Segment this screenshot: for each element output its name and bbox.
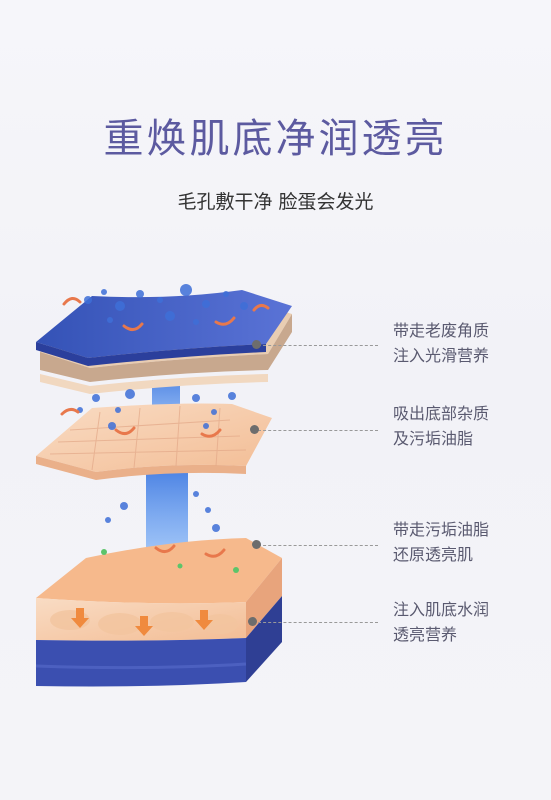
callout-2-line-2: 及污垢油脂 (393, 429, 474, 448)
page-subtitle: 毛孔敷干净 脸蛋会发光 (177, 191, 374, 213)
middle-skin-layer (36, 403, 272, 480)
callout-line-3 (258, 545, 378, 546)
callout-3-line-1: 带走污垢油脂 (393, 520, 490, 539)
callout-3-line-2: 还原透亮肌 (393, 545, 474, 564)
callout-dot-3 (252, 540, 261, 549)
callout-dot-4 (248, 617, 257, 626)
callout-line-1 (258, 345, 378, 346)
callout-4: 注入肌底水润 透亮营养 (393, 597, 543, 647)
callout-dot-2 (250, 425, 259, 434)
callout-2-line-1: 吸出底部杂质 (393, 404, 490, 423)
skin-block (35, 538, 282, 687)
callout-1: 带走老废角质 注入光滑营养 (393, 318, 543, 368)
callout-3: 带走污垢油脂 还原透亮肌 (393, 517, 543, 567)
callout-2: 吸出底部杂质 及污垢油脂 (393, 401, 543, 451)
callout-4-line-1: 注入肌底水润 (393, 600, 490, 619)
callout-4-line-2: 透亮营养 (393, 625, 458, 644)
skin-layers-illustration (35, 284, 292, 687)
callout-1-line-1: 带走老废角质 (393, 321, 490, 340)
page-title: 重焕肌底净润透亮 (103, 116, 448, 162)
mask-layer (36, 290, 292, 394)
callout-dot-1 (252, 340, 261, 349)
callout-line-4 (258, 622, 378, 623)
callout-line-2 (258, 430, 378, 431)
callout-1-line-2: 注入光滑营养 (393, 346, 490, 365)
